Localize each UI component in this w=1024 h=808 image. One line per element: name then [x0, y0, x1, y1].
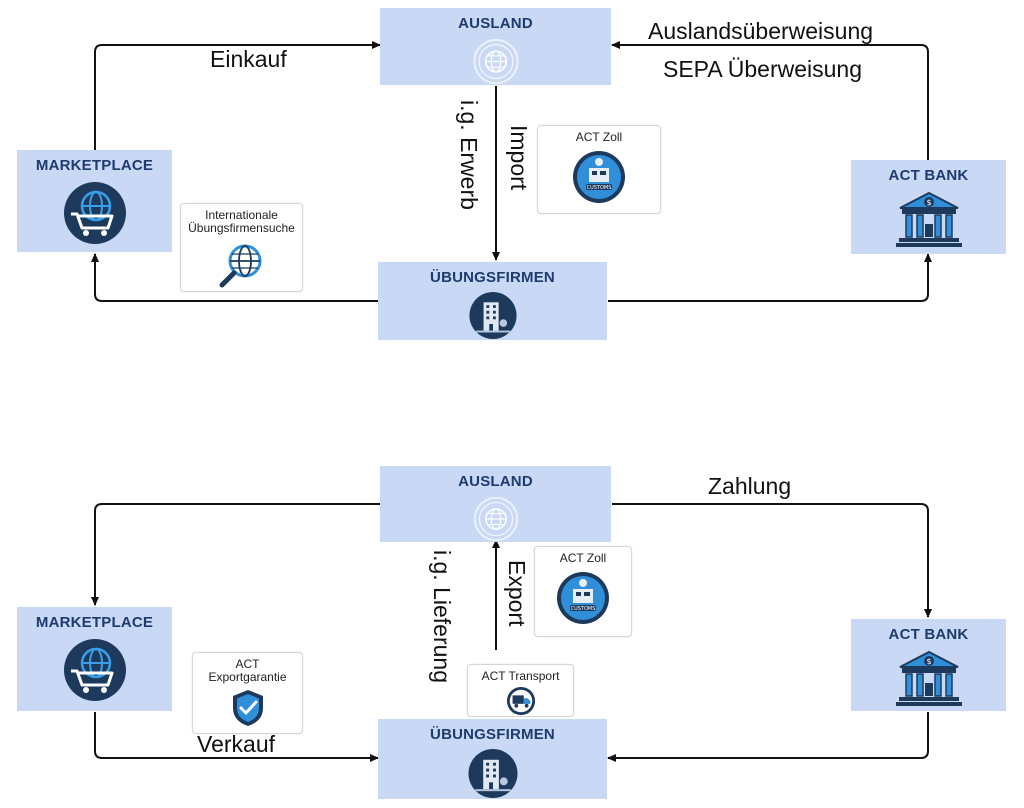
shield-check-icon [232, 690, 263, 726]
label-auslandsueberweisung: Auslandsüberweisung [648, 18, 874, 44]
card-act-transport-label: ACT Transport [481, 669, 560, 683]
marketplace-title: MARKETPLACE [35, 157, 154, 174]
ausland-box-top: AUSLAND [380, 8, 611, 85]
marketplace-title: MARKETPLACE [35, 614, 154, 631]
arrow-marketplace-to-ausland-top [94, 41, 381, 150]
card-act-exportgarantie: ACT Exportgarantie [192, 652, 303, 734]
shopping-cart-globe-icon [63, 639, 126, 701]
label-import: Import [506, 125, 532, 191]
globe-seal-icon [473, 496, 518, 542]
ausland-title: AUSLAND [458, 15, 533, 32]
label-zahlung: Zahlung [708, 473, 792, 499]
card-act-zoll-bottom: ACT Zoll CUSTOMS [534, 546, 632, 637]
svg-text:CUSTOMS: CUSTOMS [587, 185, 612, 191]
firmen-title: ÜBUNGSFIRMEN [430, 726, 555, 743]
office-building-icon [468, 291, 517, 340]
customs-icon: CUSTOMS [573, 151, 625, 203]
globe-seal-icon [472, 38, 519, 85]
card-garantie-line2: Exportgarantie [208, 670, 287, 684]
arrow-marketplace-to-firmen-bottom [94, 712, 379, 762]
label-verkauf: Verkauf [197, 731, 275, 757]
bank-building-icon: $ [895, 191, 962, 247]
ausland-title: AUSLAND [458, 473, 533, 490]
bank-box-bottom: ACT BANK $ [851, 619, 1006, 711]
bank-building-icon: $ [895, 650, 962, 706]
bank-box-top: ACT BANK $ [851, 160, 1006, 254]
truck-icon [506, 686, 535, 716]
card-act-zoll-label: ACT Zoll [559, 551, 607, 565]
card-suche-line2: Übungsfirmensuche [188, 221, 295, 235]
label-ig-lieferung: i.g. Lieferung [429, 550, 455, 683]
label-einkauf: Einkauf [210, 46, 287, 72]
svg-text:CUSTOMS: CUSTOMS [571, 606, 596, 612]
label-sepa-ueberweisung: SEPA Überweisung [663, 56, 863, 82]
office-building-icon [467, 748, 518, 799]
card-suche-line1: Internationale [205, 208, 278, 222]
svg-text:$: $ [926, 198, 931, 207]
label-export: Export [504, 560, 530, 627]
label-ig-erwerb: i.g. Erwerb [456, 100, 482, 210]
card-act-zoll-top: ACT Zoll CUSTOMS [537, 125, 661, 214]
firmen-box-bottom: ÜBUNGSFIRMEN [378, 719, 607, 799]
customs-icon: CUSTOMS [557, 572, 609, 624]
arrow-bank-to-firmen-bottom [607, 712, 929, 762]
marketplace-box-bottom: MARKETPLACE [17, 607, 172, 711]
arrow-firmen-to-bank-top [608, 253, 932, 302]
svg-text:$: $ [926, 657, 931, 666]
firmen-box-top: ÜBUNGSFIRMEN [378, 262, 607, 340]
bank-title: ACT BANK [888, 167, 969, 184]
arrow-ausland-to-marketplace-bottom [91, 503, 380, 606]
firmen-title: ÜBUNGSFIRMEN [430, 269, 555, 286]
globe-search-icon [219, 244, 261, 288]
card-garantie-line1: ACT [235, 657, 260, 671]
card-act-zoll-label: ACT Zoll [575, 130, 623, 144]
arrow-ausland-to-bank-bottom [612, 503, 932, 618]
arrow-firmen-to-marketplace-top [91, 253, 378, 302]
ausland-box-bottom: AUSLAND [380, 466, 611, 542]
arrow-bank-to-ausland-top [611, 41, 929, 160]
bank-title: ACT BANK [888, 626, 969, 643]
card-uebungsfirmensuche: Internationale Übungsfirmensuche [180, 203, 303, 292]
card-act-transport: ACT Transport [467, 664, 574, 717]
shopping-cart-globe-icon [63, 182, 126, 244]
marketplace-box-top: MARKETPLACE [17, 150, 172, 252]
